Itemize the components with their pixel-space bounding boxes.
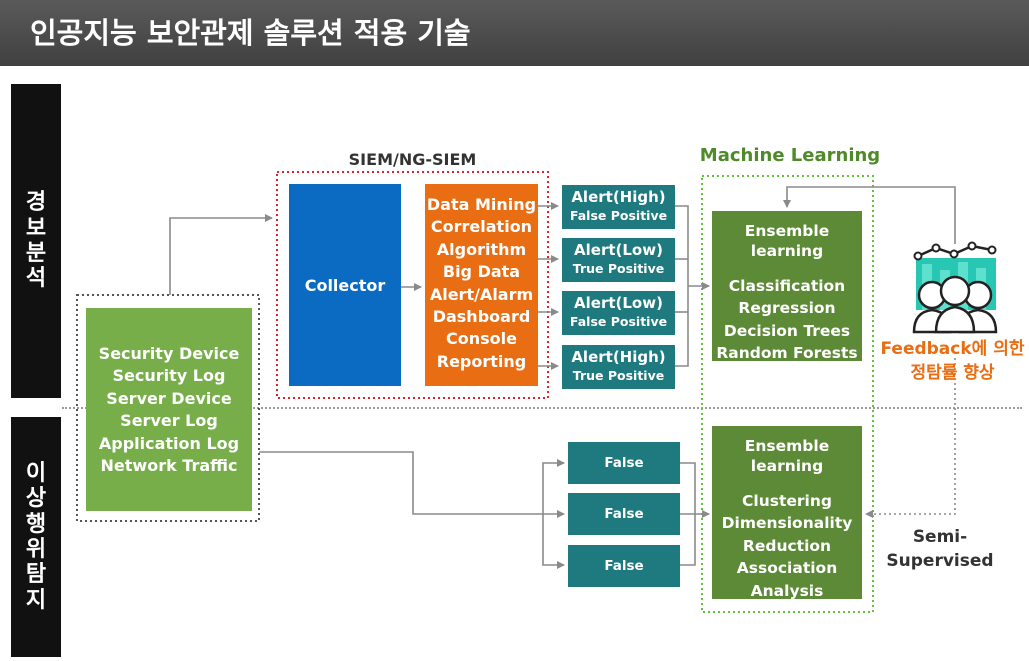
false-negative-box: False Negative [568,493,680,564]
side-label-alert-analysis: 경보분석 [11,84,61,398]
arrow-to-fn-3 [542,514,565,569]
team-analytics-icon [912,241,998,334]
arrow-sources-to-siem [169,214,273,295]
data-sources-box: Security Device Security Log Server Devi… [86,308,252,511]
semi-supervised-label: Semi- Supervised [886,527,994,571]
collector-box: Collector [289,184,401,386]
sources-frame [76,294,260,522]
arrow-to-fn-1 [542,459,565,514]
arrow-semi-supervised [865,358,956,518]
alert-box: Alert(High) True Positive [562,345,675,389]
alert-type: True Positive [572,261,665,276]
feedback-label-en: Feedback [880,339,972,359]
machine-learning-title: Machine Learning [699,145,881,166]
alert-type: False Positive [569,314,668,329]
alert-level: Alert(High) [571,188,666,206]
alert-box: Alert(High) False Positive [562,185,675,229]
collector-label: Collector [304,275,386,295]
supervised-ensemble-title: Ensemble learning [744,222,830,260]
merge-alert-1 [675,205,689,286]
feedback-label-ko: 에 의한 [971,339,1025,359]
false-negative-box: False Negative [568,545,680,616]
feedback-label: Feedback에 의한 정탐률 향상 [875,337,1029,385]
ml-frame [701,175,874,613]
unsupervised-ensemble-methods: Clustering Dimensionality Reduction Asso… [721,492,853,600]
alert-level: Alert(High) [571,348,666,366]
feedback-label-line2: 정탐률 향상 [910,363,995,383]
supervised-ensemble-box: Ensemble learning Classification Regress… [712,211,862,362]
siem-frame [276,171,549,399]
alert-level: Alert(Low) [574,241,663,259]
title-bar [0,0,1029,66]
supervised-ensemble-methods: Classification Regression Decision Trees… [716,277,858,363]
side-label-alert-analysis-text: 경보분석 [25,190,47,292]
side-label-anomaly-detection-text: 이상행위 탐지 [25,461,47,613]
alert-level: Alert(Low) [574,294,663,312]
false-negative-box: False Negative [568,442,680,513]
siem-title: SIEM/NG-SIEM [348,150,477,169]
alert-box: Alert(Low) True Positive [562,238,675,282]
merge-alert-4 [675,286,689,367]
unsupervised-ensemble-title: Ensemble learning [744,437,830,475]
alert-type: False Positive [569,208,668,223]
unsupervised-ensemble-box: Ensemble learning Clustering Dimensional… [712,426,862,600]
page-title: 인공지능 보안관제 솔루션 적용 기술 [30,16,471,50]
arrow-feedback-loop [783,186,956,244]
alert-type: True Positive [572,368,665,383]
siem-functions-box: Data Mining Correlation Algorithm Big Da… [425,184,538,386]
alert-box: Alert(Low) False Positive [562,291,675,335]
arrow-sources-to-fn [259,451,565,518]
side-label-anomaly-detection: 이상행위 탐지 [11,417,61,657]
section-divider [62,407,1022,409]
